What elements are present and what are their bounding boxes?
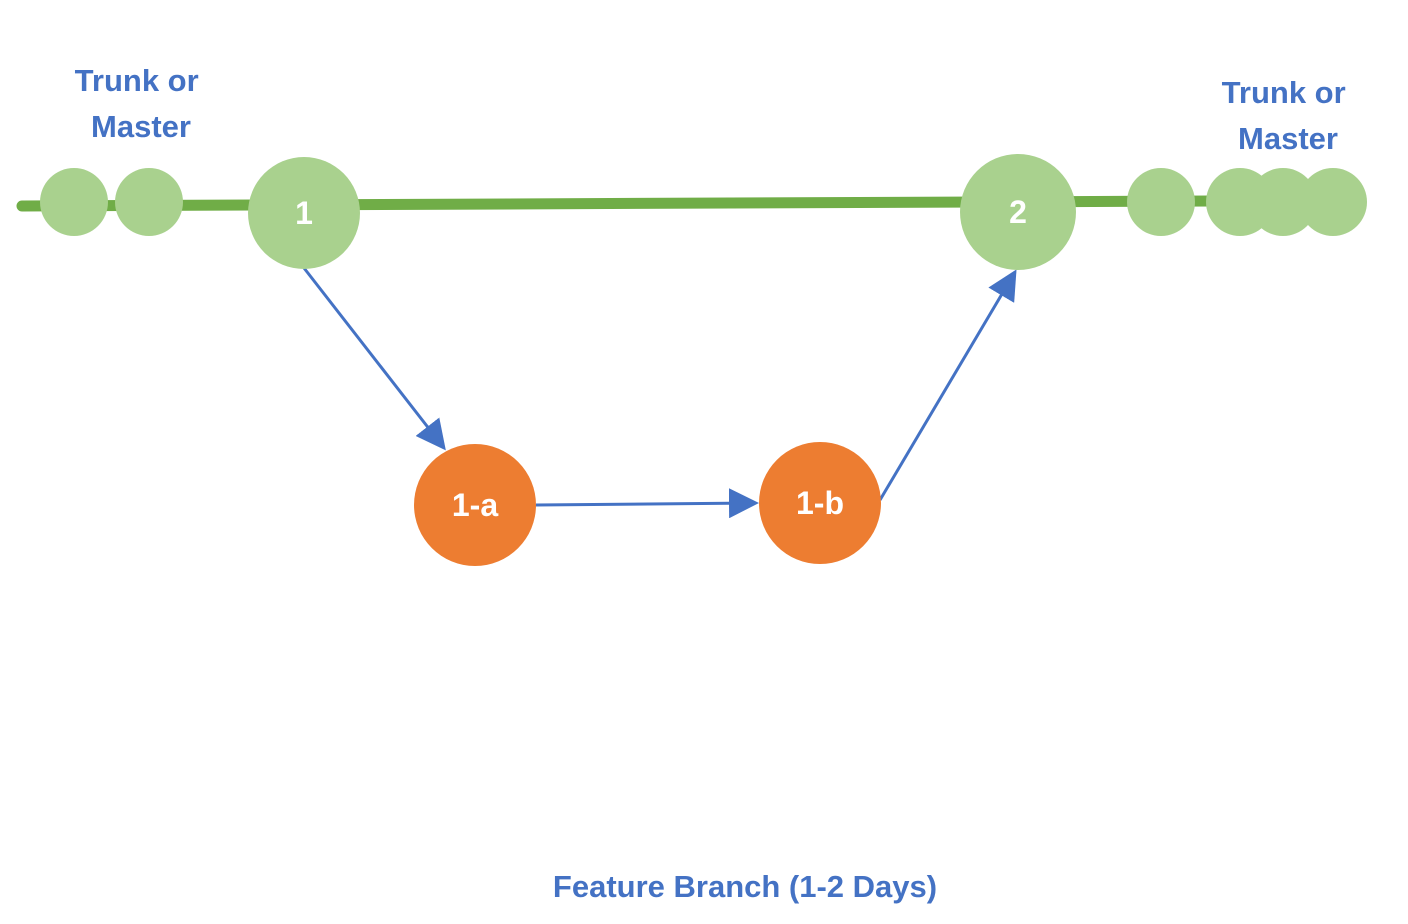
trunk-label-right-line-1: Trunk or <box>1222 75 1346 110</box>
commit-node-1a-label: 1-a <box>452 487 498 523</box>
arrow-1-to-1a <box>302 267 446 451</box>
commit-node-2: 2 <box>960 154 1076 270</box>
commit-node-1b-label: 1-b <box>796 485 844 521</box>
commit-node-2-label: 2 <box>1009 194 1027 230</box>
trunk-label-right: Trunk or Master <box>1222 75 1355 156</box>
trunk-label-left: Trunk or Master <box>75 63 208 144</box>
arrow-1a-to-1b <box>535 488 759 519</box>
commit-node-1: 1 <box>248 157 360 269</box>
arrow-1b-to-2 <box>878 269 1017 501</box>
trunk-label-left-line-2: Master <box>91 109 191 144</box>
trunk-commit <box>1299 168 1367 236</box>
trunk-commit <box>40 168 108 236</box>
commit-node-1a: 1-a <box>414 444 536 566</box>
trunk-commit <box>1249 168 1317 236</box>
commit-node-1-label: 1 <box>295 195 313 231</box>
trunk-label-left-line-1: Trunk or <box>75 63 199 98</box>
commit-node-1b: 1-b <box>759 442 881 564</box>
diagram-caption: Feature Branch (1-2 Days) <box>553 869 937 904</box>
trunk-commit <box>115 168 183 236</box>
trunk-commit <box>1127 168 1195 236</box>
trunk-label-right-line-2: Master <box>1238 121 1338 156</box>
